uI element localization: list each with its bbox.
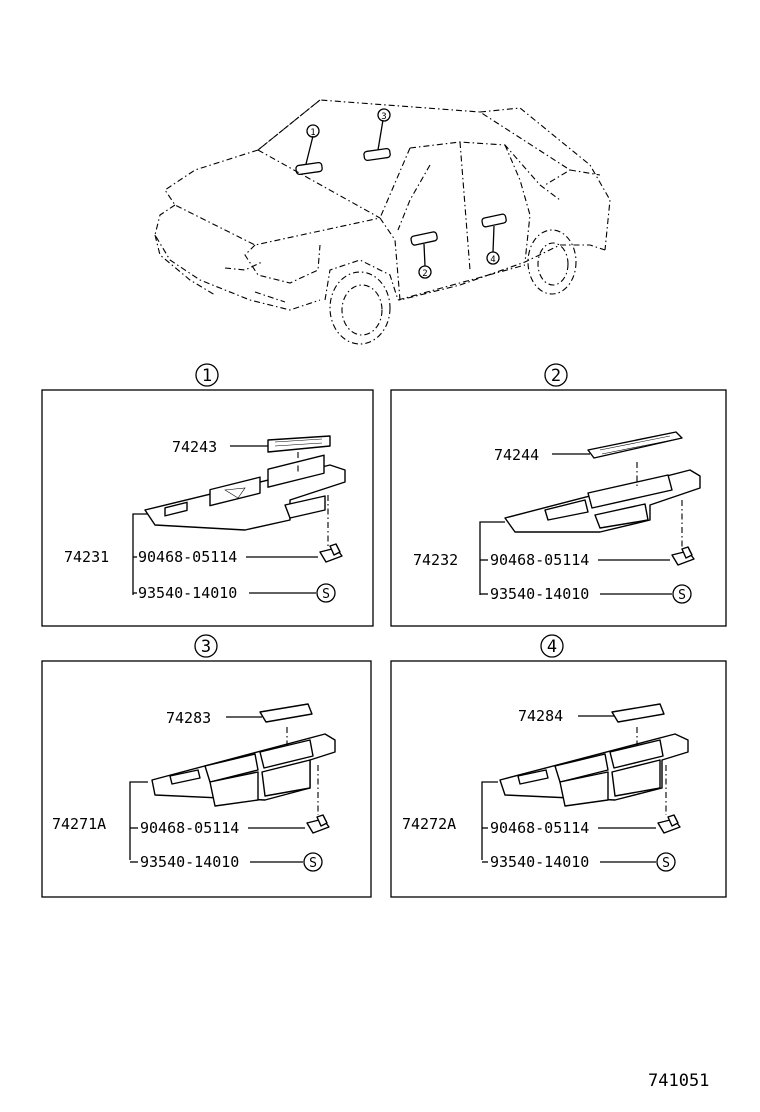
panel-3-clip-symbol[interactable]: S — [303, 852, 323, 872]
svg-text:4: 4 — [490, 255, 495, 265]
panel-3-index[interactable]: 3 — [194, 634, 218, 658]
svg-text:2: 2 — [422, 269, 427, 279]
panel-4-screw-label: 90468-05114 — [490, 819, 589, 837]
panel-2-cover-part[interactable] — [587, 431, 683, 459]
panel-1-screw-part[interactable] — [319, 543, 343, 563]
panel-2: 2 74244 74232 90468-05114 93540-14010 — [390, 363, 727, 627]
panel-2-clip-label: 93540-14010 — [490, 585, 589, 603]
panel-1: 1 74243 74231 90468-05114 — [41, 363, 374, 627]
panel-2-screw-label: 90468-05114 — [490, 551, 589, 569]
car-illustration: 1 3 2 4 — [154, 99, 611, 345]
panel-2-cover-label: 74244 — [494, 446, 539, 464]
panel-2-screw-part[interactable] — [671, 546, 695, 566]
svg-text:S: S — [678, 588, 686, 603]
panel-3-base-part[interactable] — [151, 733, 336, 807]
panel-3-screw-label: 90468-05114 — [140, 819, 239, 837]
panel-4: 4 74284 74272A 90468-05114 93540-14010 — [390, 634, 727, 898]
svg-text:S: S — [662, 856, 670, 871]
panel-3-cover-label: 74283 — [166, 709, 211, 727]
svg-text:1: 1 — [202, 366, 212, 386]
panel-1-base-label: 74231 — [64, 548, 109, 566]
panel-1-cover-label: 74243 — [172, 438, 217, 456]
svg-text:3: 3 — [201, 637, 211, 657]
panel-4-base-part[interactable] — [499, 733, 689, 807]
panel-3-clip-label: 93540-14010 — [140, 853, 239, 871]
diagram-code: 741051 — [648, 1071, 709, 1091]
panel-4-clip-symbol[interactable]: S — [656, 852, 676, 872]
panel-1-frame — [41, 389, 374, 627]
car-callout-1[interactable]: 1 — [306, 124, 320, 138]
panel-4-clip-label: 93540-14010 — [490, 853, 589, 871]
panel-1-clip-label: 93540-14010 — [138, 584, 237, 602]
svg-text:S: S — [322, 587, 330, 602]
panel-4-index[interactable]: 4 — [540, 634, 564, 658]
car-callout-3[interactable]: 3 — [377, 108, 391, 122]
panel-3-base-label: 74271A — [52, 815, 106, 833]
car-callout-2[interactable]: 2 — [418, 265, 432, 279]
panel-2-base-part[interactable] — [504, 469, 701, 533]
panel-2-base-label: 74232 — [413, 551, 458, 569]
panel-4-base-label: 74272A — [402, 815, 456, 833]
panel-4-frame — [390, 660, 727, 898]
panel-1-cover-part[interactable] — [267, 435, 331, 453]
car-callout-4[interactable]: 4 — [486, 251, 500, 265]
panel-1-base-part[interactable] — [144, 454, 346, 531]
svg-text:3: 3 — [381, 112, 386, 122]
panel-3: 3 74283 74271A 90468-05114 93540-14010 — [41, 634, 372, 898]
svg-text:1: 1 — [310, 128, 315, 138]
panel-3-cover-part[interactable] — [259, 703, 313, 723]
panel-2-frame — [390, 389, 727, 627]
panel-1-index[interactable]: 1 — [195, 363, 219, 387]
panel-1-screw-label: 90468-05114 — [138, 548, 237, 566]
panel-2-clip-symbol[interactable]: S — [672, 584, 692, 604]
panel-3-screw-part[interactable] — [306, 814, 330, 834]
panel-4-screw-part[interactable] — [657, 814, 681, 834]
panel-2-index[interactable]: 2 — [544, 363, 568, 387]
svg-text:S: S — [309, 856, 317, 871]
panel-4-cover-label: 74284 — [518, 707, 563, 725]
panel-3-frame — [41, 660, 372, 898]
svg-text:4: 4 — [547, 637, 557, 657]
svg-text:2: 2 — [551, 366, 561, 386]
panel-1-clip-symbol[interactable]: S — [316, 583, 336, 603]
panel-4-cover-part[interactable] — [611, 703, 665, 723]
